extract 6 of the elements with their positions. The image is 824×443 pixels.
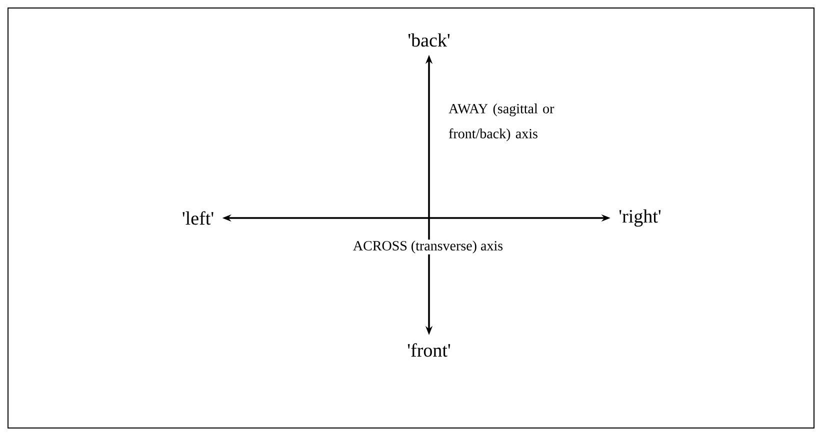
axis-label: AWAY (sagittal or front/back) axis	[448, 104, 554, 142]
direction-label: 'front'	[408, 343, 450, 357]
direction-label: 'right'	[619, 209, 661, 227]
direction-label: 'left'	[182, 211, 214, 225]
direction-label: 'back'	[408, 33, 450, 47]
axis-label: ACROSS (transverse) axis	[352, 240, 504, 254]
